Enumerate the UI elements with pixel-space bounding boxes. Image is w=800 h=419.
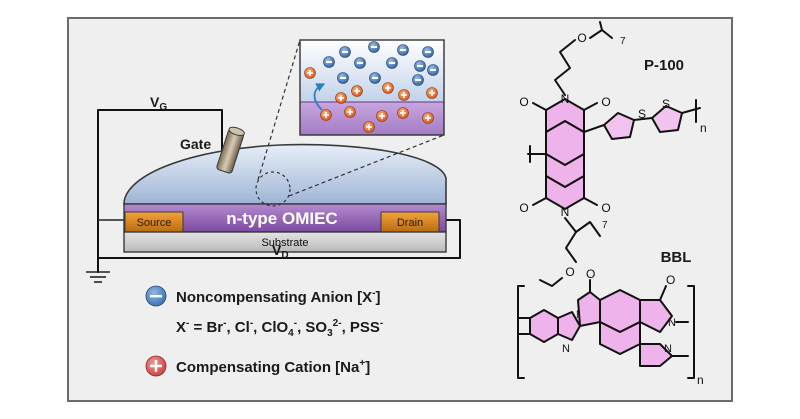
p100-s-2: S [662,97,670,111]
p100-name: P-100 [644,57,684,74]
p100-n-bottom: N [561,205,570,219]
ion-flow-arrow [313,83,326,111]
zoom-line-top [257,39,301,181]
inset-anion-signs [326,46,436,81]
inset-cation-signs [307,70,435,130]
bbl-n-3: N [668,317,676,329]
p100-n-top: N [561,92,570,106]
p100-seven-top: 7 [620,36,626,47]
p100-o-1: O [519,95,528,109]
gate-electrode [216,126,245,174]
p100-o-4: O [601,201,610,215]
substrate-label: Substrate [261,237,308,249]
zoom-region [255,171,291,207]
gate-voltage-label: VG [150,94,167,113]
anion-list: X- = Br-, Cl-, ClO4-, SO32-, PSS- [176,318,383,339]
drain-wire [97,219,461,273]
gate-wire [97,109,223,273]
ground-icon [86,271,110,283]
anion-legend-title: Noncompensating Anion [X-] [176,288,380,306]
channel-label: n-type OMIEC [226,209,337,228]
ion-inset [299,39,445,136]
p100-o-chain-bottom: O [565,265,574,279]
p100-seven-bottom: 7 [602,220,608,231]
p100-structure: P-100 O O O O N N O 7 7 O [519,21,707,287]
bbl-structure: BBL n N N O O N N [517,249,704,387]
drain-label: Drain [397,217,423,229]
bbl-o-1: O [586,267,595,281]
bbl-n-4: N [664,343,672,355]
gate-label: Gate [180,136,211,152]
substrate-layer [123,231,447,253]
inset-cations [304,67,438,133]
bbl-name: BBL [661,249,692,266]
bbl-o-2: O [666,273,675,287]
p100-s-1: S [638,107,646,121]
p100-o-3: O [519,201,528,215]
cation-legend-title: Compensating Cation [Na+] [176,358,370,376]
p100-n-repeat: n [700,121,707,135]
p100-o-chain-top: O [577,31,586,45]
bbl-n-2: N [562,343,570,355]
legend: Noncompensating Anion [X-] X- = Br-, Cl-… [145,285,383,377]
p100-o-2: O [601,95,610,109]
bbl-n-repeat: n [697,373,704,387]
electrolyte-dome [123,143,447,205]
device-schematic: VG Gate n-type OMIEC Source Drain Substr… [86,39,461,283]
source-label: Source [137,217,172,229]
drain-voltage-label: VD [272,242,289,261]
